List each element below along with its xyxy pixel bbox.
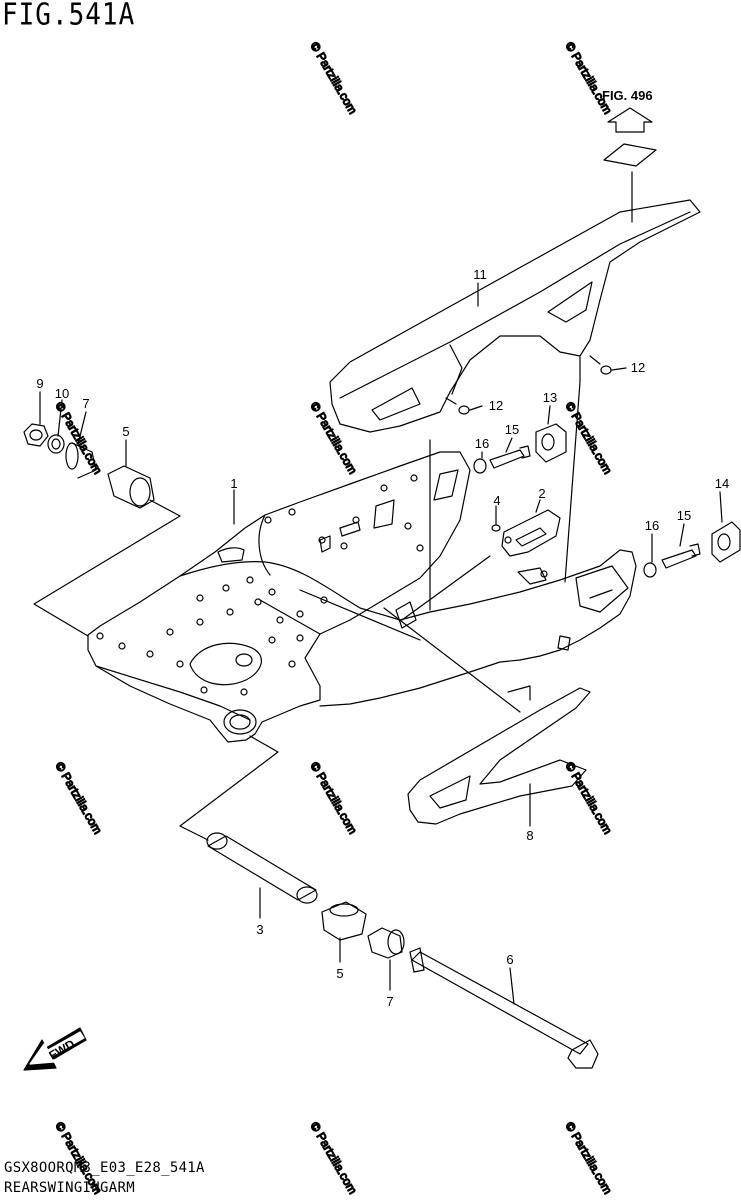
bushing-part-7-top xyxy=(65,442,97,479)
swingarm-part-1 xyxy=(87,451,637,743)
callout-12-a: 12 xyxy=(631,360,645,375)
pivot-collar-part-3 xyxy=(206,832,318,904)
callout-5-top: 5 xyxy=(122,424,129,439)
bearing-part-5-top xyxy=(107,465,155,509)
watermark-text: © Partzilla.com xyxy=(307,1120,360,1197)
callout-numbers: 1 2 3 4 5 5 6 7 7 8 9 10 11 12 12 13 14 … xyxy=(36,267,729,1009)
bolt-part-15-a xyxy=(489,445,531,469)
callout-5-bottom: 5 xyxy=(336,966,343,981)
watermark-text: © Partzilla.com xyxy=(562,400,615,477)
nut-part-9 xyxy=(23,423,49,447)
watermark-text: © Partzilla.com xyxy=(307,40,360,117)
bearing-part-5-bottom xyxy=(321,901,367,941)
washer-part-10 xyxy=(47,434,65,454)
callout-7-bottom: 7 xyxy=(386,994,393,1009)
callout-2: 2 xyxy=(538,486,545,501)
watermark-text: © Partzilla.com xyxy=(562,1120,615,1197)
callout-11: 11 xyxy=(473,267,487,282)
adjuster-block-part-13 xyxy=(535,423,567,463)
section-name: REARSWINGINGARM xyxy=(4,1180,135,1196)
bolt-part-15-b xyxy=(661,543,701,569)
pivot-shaft-part-6 xyxy=(409,947,599,1069)
callout-15-a: 15 xyxy=(505,422,519,437)
chain-adjuster-part-2 xyxy=(501,509,561,557)
callout-14: 14 xyxy=(715,476,729,491)
chain-case-part-11 xyxy=(329,199,701,583)
watermark-text: © Partzilla.com xyxy=(307,760,360,837)
callout-13: 13 xyxy=(543,390,557,405)
bolt-part-12-a xyxy=(589,355,612,375)
callout-16-b: 16 xyxy=(645,518,659,533)
watermark-text: © Partzilla.com xyxy=(562,40,615,117)
chain-guard-part-8 xyxy=(407,685,591,825)
callout-9: 9 xyxy=(36,376,43,391)
nut-part-16-b xyxy=(643,562,657,578)
callout-6: 6 xyxy=(506,952,513,967)
leader-lines xyxy=(39,282,723,1005)
callout-16-a: 16 xyxy=(475,436,489,451)
callout-1: 1 xyxy=(230,476,237,491)
fig-reference-arrow: FIG. 496 xyxy=(602,88,657,223)
callout-7-top: 7 xyxy=(82,396,89,411)
callout-10: 10 xyxy=(55,386,69,401)
bolt-part-4 xyxy=(491,511,501,532)
watermark-text: © Partzilla.com xyxy=(307,400,360,477)
callout-12-b: 12 xyxy=(489,398,503,413)
fig-reference-label: FIG. 496 xyxy=(602,88,653,103)
adjuster-block-part-14 xyxy=(711,521,741,563)
callout-8: 8 xyxy=(526,828,533,843)
callout-4: 4 xyxy=(493,493,500,508)
model-code: GSX8OORQM3_E03_E28_541A xyxy=(4,1160,205,1176)
forward-direction-arrow: FWD xyxy=(23,1027,87,1071)
callout-3: 3 xyxy=(256,922,263,937)
callout-15-b: 15 xyxy=(677,508,691,523)
nut-part-16-a xyxy=(473,458,487,474)
bolt-part-12-b xyxy=(445,397,470,415)
watermark-group: © Partzilla.com © Partzilla.com © Partzi… xyxy=(52,39,616,1197)
bushing-part-7-bottom xyxy=(367,927,405,959)
watermark-text: © Partzilla.com xyxy=(562,760,615,837)
figure-title: FIG.541A xyxy=(2,0,136,33)
watermark-text: © Partzilla.com xyxy=(52,760,105,837)
